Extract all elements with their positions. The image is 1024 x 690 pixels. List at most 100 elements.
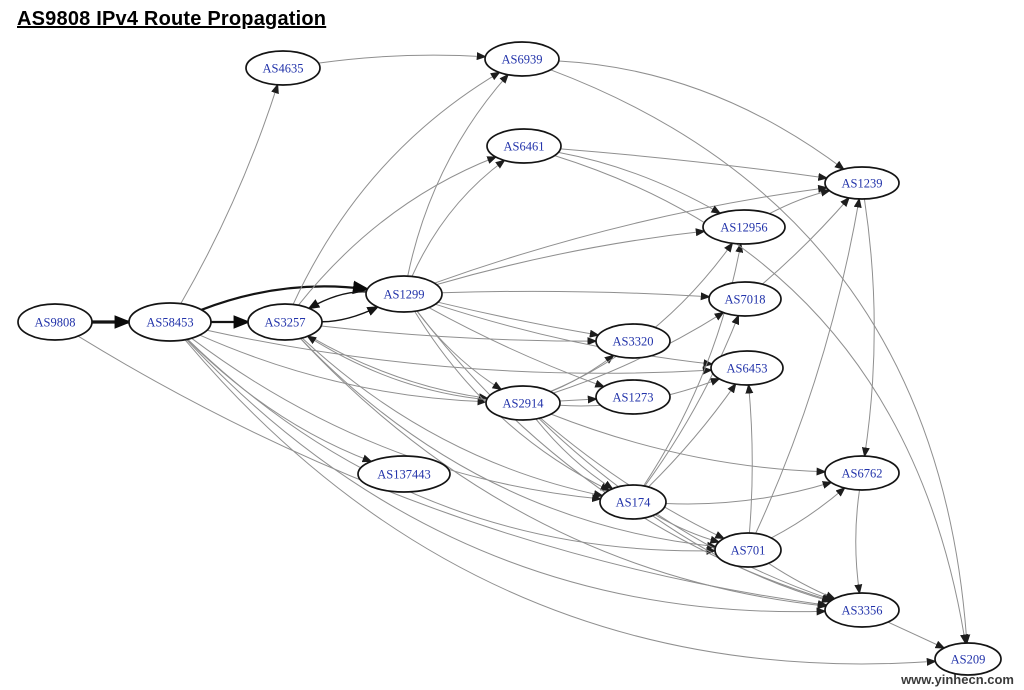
node-label: AS9808 [35,316,76,330]
node-ellipse [710,350,784,386]
edge-AS3257-AS174 [301,337,604,498]
edge-AS1299-AS2914 [416,310,503,391]
edge-AS2914-AS3257 [306,335,487,401]
edge-AS6939-AS1239 [558,60,845,171]
edge-AS1299-AS1273 [428,307,606,388]
edge-AS2914-AS701 [540,417,726,540]
edge-AS1299-AS3320 [437,301,600,338]
node-label: AS6762 [842,467,883,481]
node-label: AS174 [616,496,651,510]
node-label: AS58453 [146,316,193,330]
edge-AS58453-AS2914 [199,334,488,406]
edge-AS58453-AS209 [184,339,937,666]
node-ellipse [934,642,1002,676]
edge-AS174-AS6762 [665,481,833,505]
edge-AS1299-AS1239 [434,184,829,284]
edge-AS1299-AS6453 [435,303,714,368]
edge-AS174-AS701 [654,514,721,544]
node-ellipse [599,484,667,520]
edge-AS6461-AS1239 [560,148,829,181]
node-label: AS3356 [842,604,883,618]
node-AS3320: AS3320 [595,323,671,359]
edge-AS3257-AS1299 [321,306,380,323]
node-AS2914: AS2914 [485,385,561,421]
node-label: AS6939 [502,53,543,67]
edge-AS58453-AS1299 [201,280,370,311]
edge-AS3257-AS6461 [298,156,498,306]
node-ellipse [245,50,321,86]
node-AS3356: AS3356 [824,592,900,628]
edge-AS2914-AS174 [535,418,614,490]
edge-AS3356-AS209 [887,621,946,649]
edge-AS2914-AS6762 [550,413,827,476]
edge-AS3257-AS6939 [292,71,501,305]
edge-AS1299-AS6939 [407,73,509,277]
edge-AS2914-AS1273 [559,395,598,404]
node-AS6762: AS6762 [824,455,900,491]
node-AS4635: AS4635 [245,50,321,86]
node-label: AS2914 [503,397,545,411]
node-label: AS12956 [720,221,767,235]
node-ellipse [247,303,323,341]
edge-AS701-AS6453 [745,383,754,534]
watermark: www.yinhecn.com [901,672,1014,687]
edge-AS3257-AS3320 [321,325,598,346]
edge-AS701-AS1239 [755,197,862,534]
edge-AS12956-AS1239 [769,188,831,215]
node-ellipse [486,128,562,164]
edge-AS174-AS7018 [644,314,739,487]
node-ellipse [17,303,93,341]
edge-AS3257-AS2914 [308,335,489,402]
edge-AS3257-AS701 [300,337,718,550]
edge-AS6762-AS3356 [854,489,863,595]
node-label: AS7018 [725,293,766,307]
node-AS701: AS701 [714,532,782,568]
node-label: AS6453 [727,362,768,376]
node-ellipse [824,166,900,200]
edge-AS6939-AS209 [550,69,971,645]
node-label: AS1273 [613,391,654,405]
node-label: AS1299 [384,288,425,302]
edge-AS2914-AS3356 [538,418,834,601]
node-ellipse [365,275,443,313]
node-ellipse [702,209,786,245]
node-label: AS137443 [377,468,430,482]
edge-AS58453-AS137443 [186,338,373,463]
edge-AS58453-AS3356 [185,339,827,616]
node-label: AS3257 [265,316,306,330]
edge-AS174-AS12956 [643,242,744,487]
node-ellipse [484,41,560,77]
edge-AS1299-AS7018 [441,290,711,301]
edge-AS7018-AS1239 [762,196,850,285]
node-AS1273: AS1273 [595,379,671,415]
node-ellipse [824,455,900,491]
edge-AS1299-AS12956 [436,228,706,286]
node-AS137443: AS137443 [357,455,451,493]
node-label: AS3320 [613,335,654,349]
node-AS1239: AS1239 [824,166,900,200]
edge-AS1299-AS3257 [307,291,367,310]
node-AS7018: AS7018 [708,281,782,317]
node-ellipse [357,455,451,493]
edge-AS6461-AS12956 [558,151,722,214]
node-label: AS209 [951,653,986,667]
edge-AS2914-AS7018 [552,311,725,394]
node-AS6939: AS6939 [484,41,560,77]
node-ellipse [595,323,671,359]
node-label: AS1239 [842,177,883,191]
page-title: AS9808 IPv4 Route Propagation [17,8,327,30]
node-ellipse [824,592,900,628]
edge-layer [77,52,971,666]
edge-AS58453-AS174 [191,337,603,503]
edge-AS701-AS6762 [771,487,846,539]
node-label: AS6461 [504,140,545,154]
edge-AS6461-AS209 [554,155,968,645]
node-ellipse [128,302,212,342]
node-ellipse [708,281,782,317]
edge-AS1239-AS6762 [861,198,875,458]
node-label: AS701 [731,544,766,558]
node-ellipse [485,385,561,421]
node-AS58453: AS58453 [128,302,212,342]
